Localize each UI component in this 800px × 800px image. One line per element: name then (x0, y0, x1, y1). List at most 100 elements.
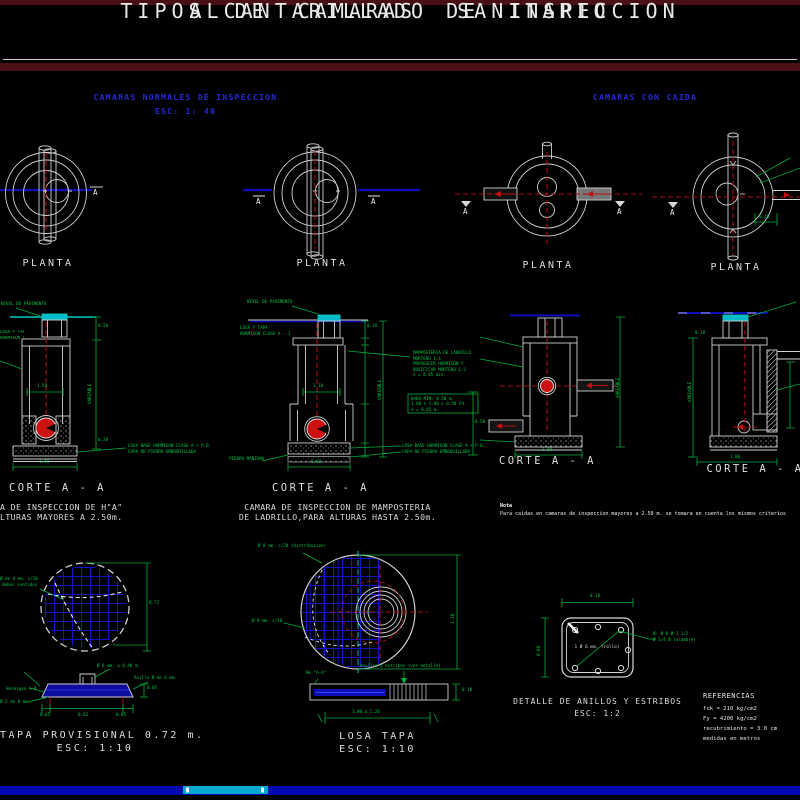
corte-label-1: CORTE A - A (8, 482, 107, 494)
losa-ann-na: Ne "A-A" (306, 670, 327, 675)
section-marker: A (617, 207, 622, 216)
corte-label-4: CORTE A - A (706, 463, 800, 475)
ann-variable: VARIABLE (377, 379, 382, 400)
referencias-line: recubrimiento = 3.0 cm (703, 726, 778, 732)
ann-mamposteria: PROSEGUIR HORMIGON Y (413, 361, 464, 366)
ann-mamposteria: DOSIFICAR MORTERO 1:3 (413, 366, 466, 372)
section-marker: A (371, 197, 376, 206)
tapa-ann-ring: Anillo Ø de 6 mm. (134, 675, 177, 680)
dim-020: 0.20 (98, 323, 109, 328)
losa-tapa-drawing (283, 551, 461, 724)
corte-3-drawing (479, 314, 625, 459)
planta-3-drawing (455, 141, 642, 244)
group-title-caida: CAMARAS CON CAIDA (592, 92, 698, 102)
dim-100: 1.00 (730, 454, 741, 459)
corte-label-2: CORTE A - A (271, 482, 370, 494)
tapa-dim-diameter: 0.72 (149, 600, 160, 605)
losa-ann-anillos: Anillos y estribos (ver detalle) (360, 663, 441, 668)
corte-2-drawing (248, 305, 479, 471)
planta-label-4: PLANTA (710, 262, 762, 273)
detalle-ann-right1: Ø- Ø 6 Ø 1 1/2 (653, 631, 689, 636)
caption-mamposteria-2: DE LADRILLO,PARA ALTURAS HASTA 2.50m. (238, 512, 437, 522)
caption-camara-ha-2: LTURAS MAYORES A 2.50m. (0, 512, 123, 522)
caption-mamposteria-1: CAMARA DE INSPECCION DE MAMPOSTERIA (244, 502, 431, 512)
referencias-line: fck = 210 kg/cm2 (703, 706, 757, 712)
group-title-normales: CAMARAS NORMALES DE INSPECCION (93, 92, 278, 102)
dim-018: 0.18 (367, 323, 378, 328)
detalle-dim-width: 0.10 (590, 593, 601, 598)
planta-1-drawing (0, 145, 103, 245)
ann-losa-tapa-2: HORMIGON CLASE A - 1 (240, 331, 291, 336)
dim-018: 0.18 (695, 330, 706, 335)
ann-variable: VARIABLE (87, 383, 92, 404)
losa-scale: ESC: 1:10 (339, 744, 416, 755)
ann-capa-piedra: CAPA DE PIEDRA EMBOQUILLADA (128, 449, 197, 454)
detalle-anillos-drawing (541, 598, 656, 678)
ann-nivel-pavimento: NIVEL DE PAVIMENTO (1, 301, 47, 306)
dim-040: 0.40 (759, 214, 770, 219)
ann-nota-box: DADO MIN. 0.50 m. (411, 395, 454, 401)
sheet-title-line1: ALCANTARILLADO SANITARIO (189, 0, 611, 23)
dim-150: 1.50 (37, 383, 48, 388)
losa-dim-thk: 0.10 (462, 687, 473, 692)
ann-variable: VARIABLE (687, 381, 692, 402)
ann-variable: VARIABLE (615, 377, 620, 398)
dim-110: 1.10 (313, 383, 324, 388)
section-marker: A (256, 197, 261, 206)
detalle-ann-right2: Ø 1/4 Ø (alambre) (653, 637, 696, 642)
ann-nota-box: 1.00 x 1.00 x 0.50 Fd. (411, 401, 467, 406)
dim-100: 1.00 (542, 447, 553, 452)
ann-losa-tapa-1: LOSA Y TAPA (240, 325, 268, 330)
detalle-title: DETALLE DE ANILLOS Y ESTRIBOS (513, 697, 682, 706)
corte-label-3: CORTE A - A (498, 455, 597, 467)
planta-label-1: PLANTA (22, 258, 74, 269)
planta-2-drawing (243, 143, 420, 260)
corte-4-drawing (678, 301, 800, 466)
tapa-ann-hormigon: Hormigon A-B (6, 686, 37, 691)
ann-losa-tapa-2: HORMIGON CLASE A - 1 (0, 336, 24, 340)
losa-ann-distribucion: Ø 8 mm. c/20 (distribucion) (258, 543, 327, 548)
detalle-dim-height: 0.08 (536, 645, 541, 656)
ann-losa-base: LOSA BASE HORMIGON CLASE A + P.D. (402, 443, 486, 448)
dim-020: 0.20 (98, 437, 109, 442)
detalle-scale: ESC: 1:2 (574, 709, 621, 718)
ann-mamposteria: MAMPOSTERIA DE LADRILLO (413, 350, 471, 355)
ann-mamposteria: MORTERO 1:4 (413, 355, 441, 361)
ann-capa-piedra: CAPA DE PIEDRA EMBOQUILLADA (402, 449, 471, 454)
tapa-title: TAPA PROVISIONAL 0.72 m. (0, 730, 205, 741)
sheet-title-line2: TIPOS DE CAMARAS DE INSPECCION (120, 0, 680, 23)
tapa-ann-handle: Ø 6 mm. a 0.40 m. (97, 663, 140, 668)
group-scale-normales: ESC: 1: 40 (154, 106, 217, 116)
planta-label-3: PLANTA (522, 260, 574, 271)
dim-140: 1.40 (311, 459, 322, 464)
tapa-ann-bar: Ø 2 de 8 mm. (0, 699, 31, 704)
section-marker: A (670, 208, 675, 217)
tapa-ann-top2: Ambos sentidos (2, 582, 38, 587)
planta-label-2: PLANTA (296, 258, 348, 269)
tapa-dim-062: 0.62 (78, 712, 89, 717)
losa-title: LOSA TAPA (339, 731, 416, 742)
nota-body: Para caidas en camaras de inspeccion may… (500, 511, 786, 517)
corte-1-drawing (0, 307, 127, 471)
section-marker: A (93, 188, 98, 197)
caption-camara-ha-1: A DE INSPECCION DE H"A" (0, 502, 123, 512)
ann-piedra-manzana: PIEDRA MANZANA (229, 456, 265, 461)
referencias-line: medidas en metros (703, 736, 761, 742)
dim-050: 0.50 (475, 419, 486, 424)
detalle-inner-label: 1 Ø 6 mm. (rollo) (574, 645, 620, 650)
bottom-bar (0, 786, 800, 795)
losa-dim-span: 1.00 a 1.20 (352, 709, 380, 714)
ann-mamposteria: e = 0.05 min. (413, 372, 446, 377)
tapa-scale: ESC: 1:10 (56, 743, 134, 754)
header-rules (0, 0, 800, 71)
nota-title: Nota (500, 503, 513, 509)
ann-losa-tapa-1: LOSA Y TAPA (0, 330, 24, 334)
losa-ann-refuerzo: Ø 8 mm. c/10 (252, 618, 283, 623)
tapa-provisional-drawing (23, 562, 151, 713)
ann-losa-base: LOSA BASE HORMIGON CLASE A + P.D. (128, 443, 212, 448)
dim-140: 1.40 (39, 459, 50, 464)
ann-nota-box: e = 0.05 m. (411, 406, 439, 412)
tapa-ann-top1: Ø de 6 mm. c/10 (0, 576, 38, 581)
